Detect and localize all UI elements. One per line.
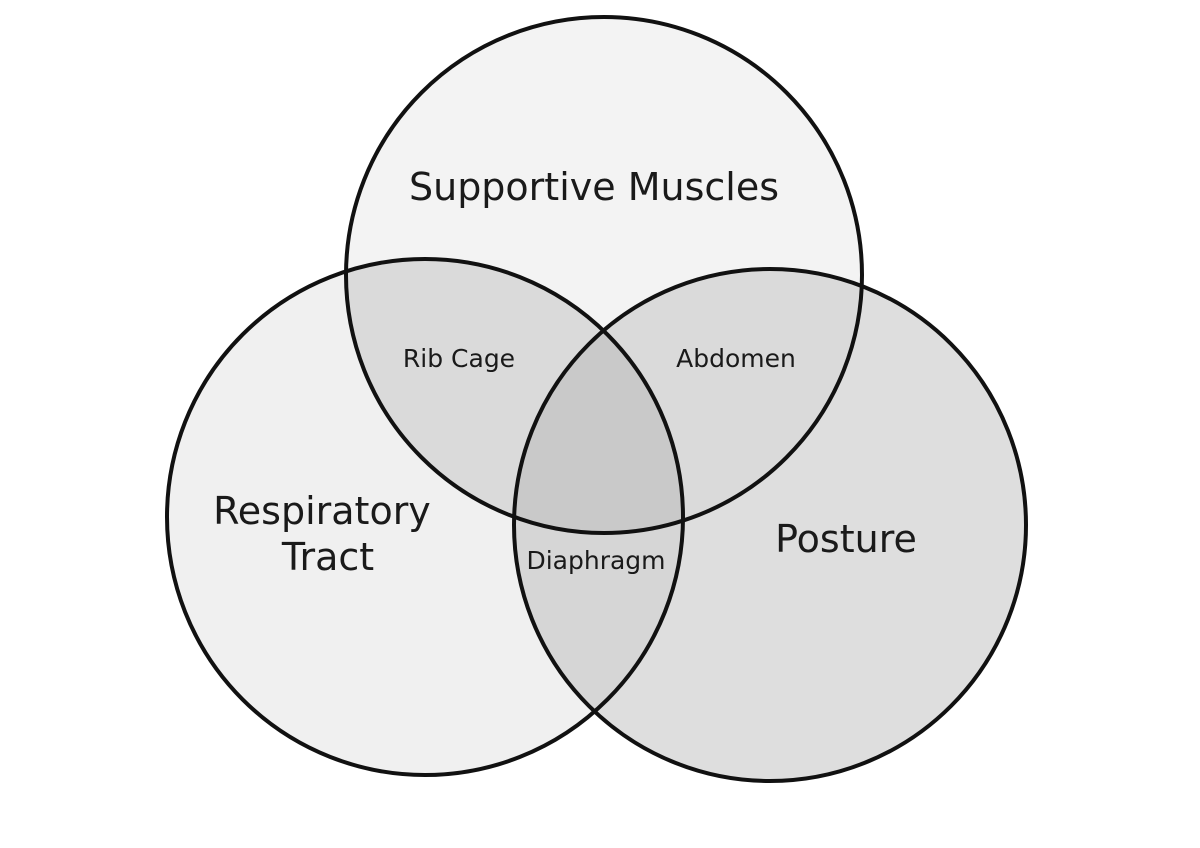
label-abdomen: Abdomen bbox=[676, 344, 796, 373]
circle-respiratory-outline bbox=[165, 257, 685, 777]
label-respiratory-line-1: Respiratory bbox=[213, 489, 431, 533]
label-respiratory-line-2: Tract bbox=[281, 535, 374, 579]
circle-posture-outline bbox=[512, 267, 1028, 783]
label-rib-cage: Rib Cage bbox=[403, 344, 515, 373]
circle-supportive-outline bbox=[344, 15, 864, 535]
overlap-center-fill bbox=[514, 269, 683, 533]
label-posture: Posture bbox=[775, 517, 917, 561]
label-supportive-muscles: Supportive Muscles bbox=[409, 165, 779, 209]
label-respiratory-tract: Respiratory Tract bbox=[213, 489, 443, 579]
label-diaphragm: Diaphragm bbox=[526, 546, 665, 575]
